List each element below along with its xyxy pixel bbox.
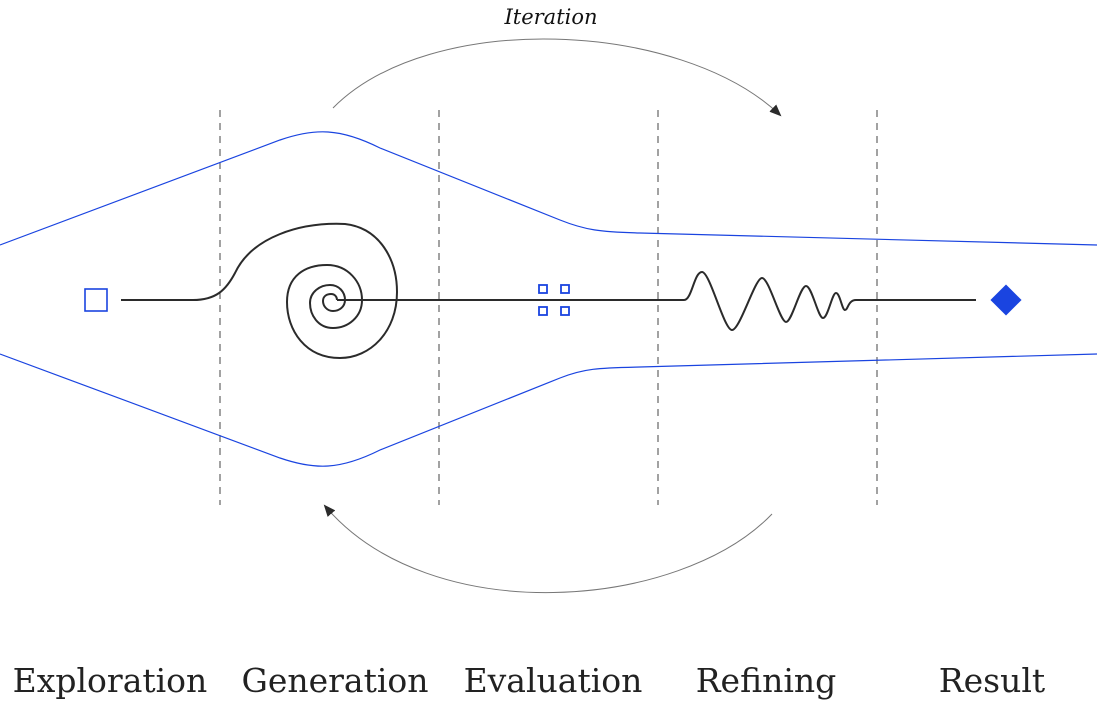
- exploration-spiral-path: [121, 222, 399, 360]
- stage-label-generation: Generation: [241, 661, 428, 700]
- iteration-label: Iteration: [503, 5, 597, 29]
- envelope-upper: [0, 131, 1097, 246]
- iteration-arrow-bottom: [323, 504, 773, 593]
- envelope-lower: [0, 353, 1097, 467]
- refining-zigzag-path: [683, 270, 976, 332]
- start-square-icon: [84, 288, 108, 312]
- iteration-arrow-top: [332, 38, 782, 117]
- stage-label-exploration: Exploration: [13, 661, 208, 700]
- stage-label-refining: Refining: [696, 661, 837, 700]
- evaluation-squares-icon: [538, 284, 570, 316]
- stage-label-evaluation: Evaluation: [464, 661, 643, 700]
- result-diamond-icon: [990, 284, 1022, 316]
- stage-label-result: Result: [939, 661, 1045, 700]
